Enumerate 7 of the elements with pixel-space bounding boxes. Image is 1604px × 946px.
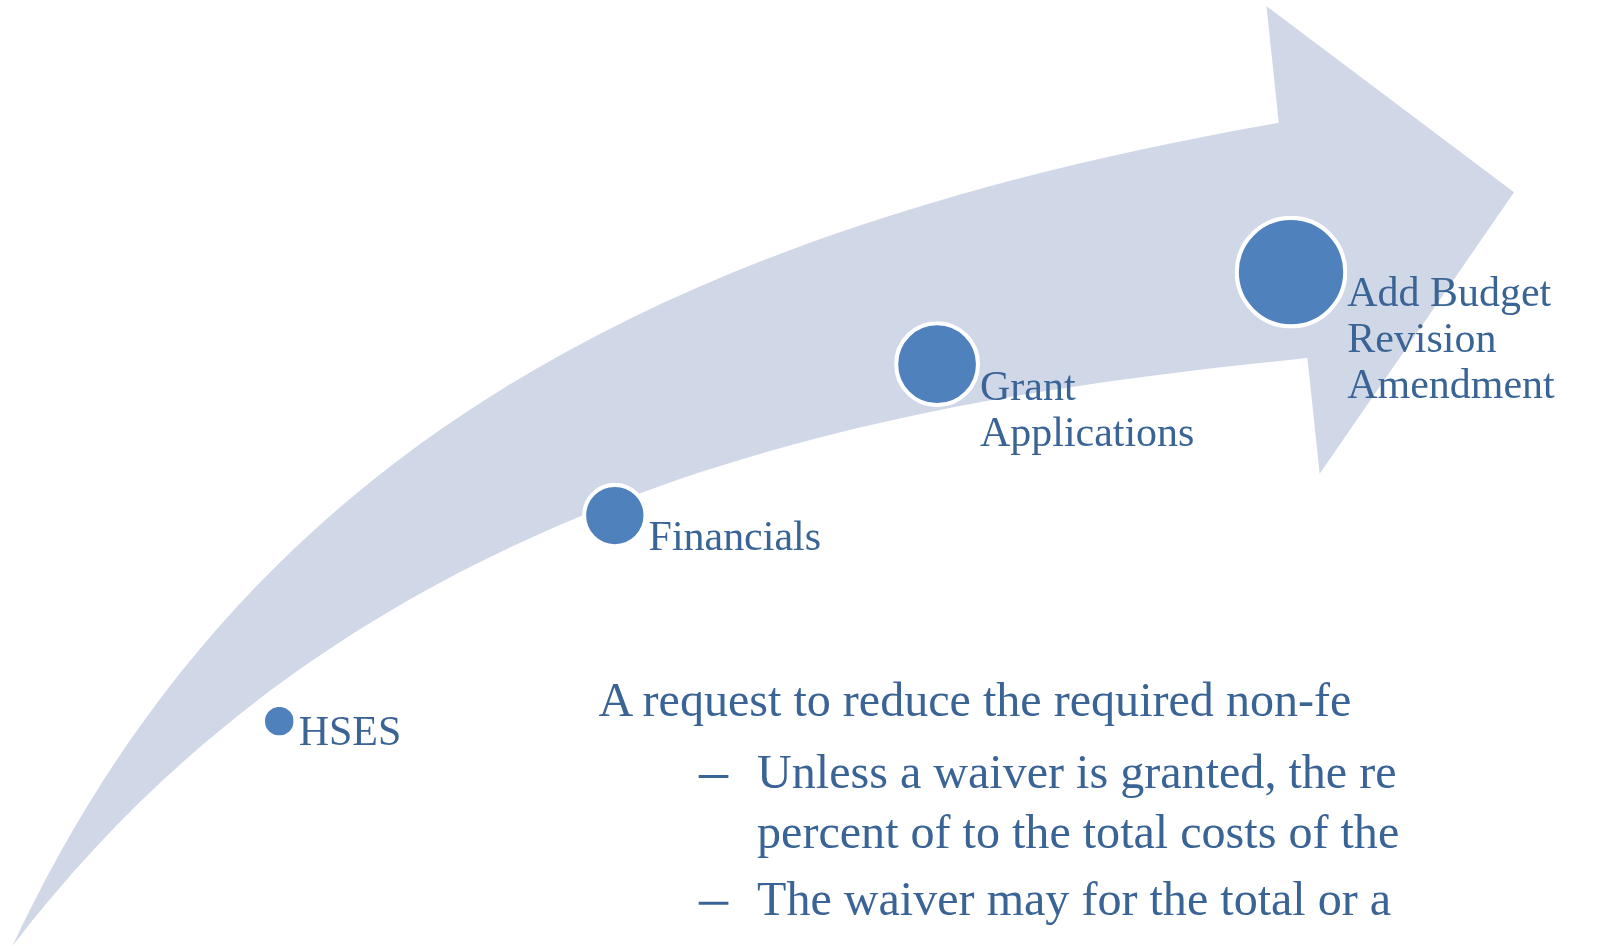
body-text: Unless a waiver is granted, the re percent of to the total costs of the <box>757 743 1401 861</box>
milestone-label: Add Budget Revision Amendment <box>1347 269 1556 408</box>
body-text: The waiver may for the total or a <box>757 870 1393 927</box>
milestone-label: HSES <box>298 707 403 754</box>
body-text: A request to reduce the required non-fe <box>598 672 1353 729</box>
milestone-label: Financials <box>648 513 822 560</box>
milestone-label: Grant Applications <box>980 363 1196 456</box>
